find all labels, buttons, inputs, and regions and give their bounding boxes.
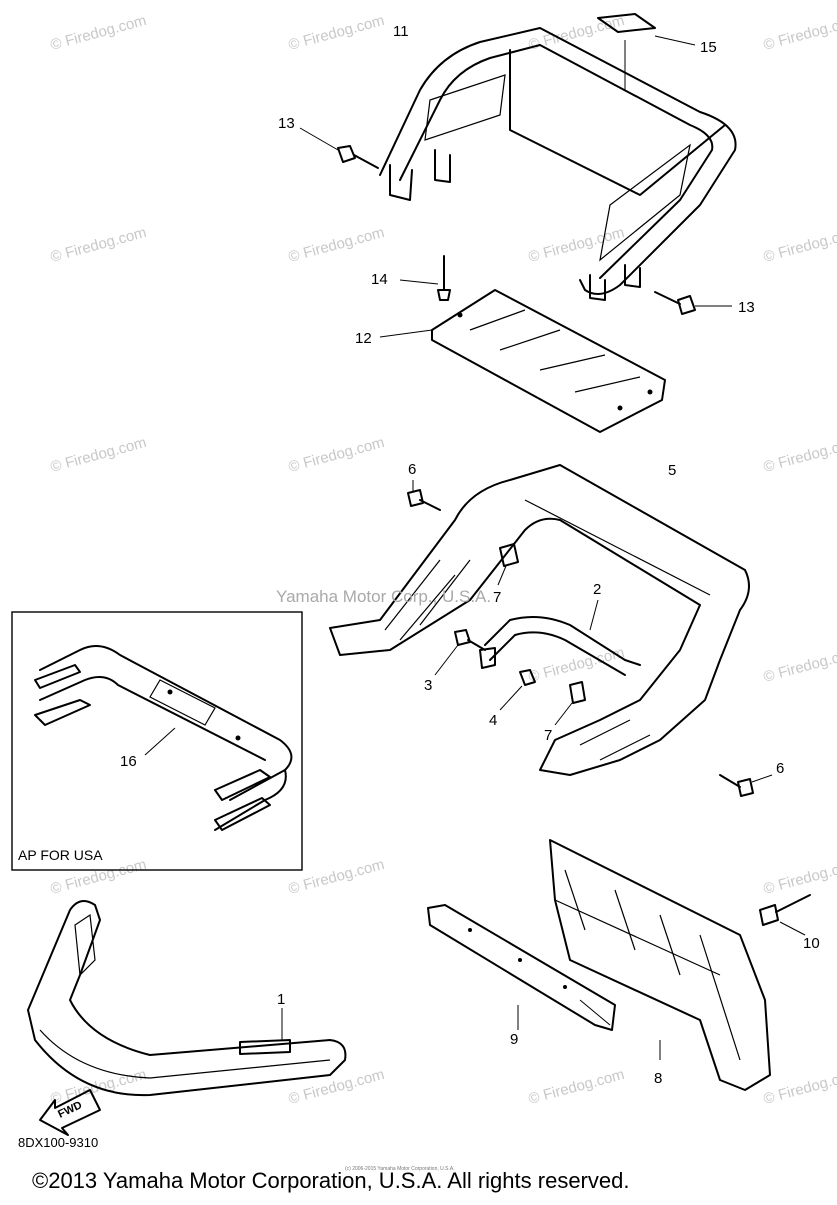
- watermark: © Firedog.com: [287, 434, 387, 476]
- part-11-rear-carrier: [379, 27, 737, 301]
- part-1-front-bumper: [27, 900, 347, 1097]
- part-15-label: [597, 13, 696, 90]
- callout-13: 13: [738, 299, 755, 316]
- callout-9: 9: [510, 1031, 518, 1048]
- callout-10: 10: [803, 935, 820, 952]
- callout-5: 5: [668, 462, 676, 479]
- watermark: © Firedog.com: [762, 434, 837, 476]
- callout-6: 6: [776, 760, 784, 777]
- watermark: © Firedog.com: [287, 1066, 387, 1108]
- part-9-flap-stay: [427, 904, 616, 1031]
- part-14-rivet: [399, 255, 451, 301]
- watermark: © Firedog.com: [527, 1066, 627, 1108]
- watermark: © Firedog.com: [762, 224, 837, 266]
- watermark: © Firedog.com: [287, 12, 387, 54]
- part-3-bolt: [434, 629, 486, 676]
- part-2-rear-bumper: [479, 599, 641, 676]
- part-13-bolt-right: [654, 291, 732, 315]
- callout-7: 7: [544, 727, 552, 744]
- part-4-nut: [499, 669, 536, 711]
- callout-1: 1: [277, 991, 285, 1008]
- watermark: © Firedog.com: [49, 12, 149, 54]
- watermark: © Firedog.com: [49, 434, 149, 476]
- part-7-clip-top: [497, 543, 519, 586]
- callout-15: 15: [700, 39, 717, 56]
- part-13-bolt-left: [299, 127, 379, 169]
- diagram-code: 8DX100-9310: [18, 1135, 98, 1150]
- part-10-rivet: [759, 894, 811, 936]
- part-6-bolt-top: [407, 480, 441, 511]
- callout-2: 2: [593, 581, 601, 598]
- callout-4: 4: [489, 712, 497, 729]
- watermark: © Firedog.com: [762, 644, 837, 686]
- watermark: © Firedog.com: [762, 1066, 837, 1108]
- inset-ap-for-usa: AP FOR USA: [11, 611, 303, 871]
- callouts: 11 15 13 13 14 12 6 5 7 2 3 4 7 6 16 10 …: [120, 23, 820, 1087]
- part-5-rear-guard: [329, 464, 750, 776]
- watermark: © Firedog.com: [527, 224, 627, 266]
- callout-3: 3: [424, 677, 432, 694]
- part-6-bolt-bottom: [719, 774, 773, 797]
- callout-11: 11: [393, 23, 409, 40]
- inset-label: AP FOR USA: [18, 847, 103, 863]
- part-16-bumper: [34, 645, 293, 831]
- tiny-credit: (c) 2006-2015 Yamaha Motor Corporation, …: [345, 1166, 455, 1172]
- copyright-footer: ©2013 Yamaha Motor Corporation, U.S.A. A…: [32, 1168, 629, 1193]
- callout-14: 14: [371, 271, 388, 288]
- callout-6: 6: [408, 461, 416, 478]
- callout-8: 8: [654, 1070, 662, 1087]
- watermark: © Firedog.com: [49, 224, 149, 266]
- callout-7: 7: [493, 589, 501, 606]
- callout-13: 13: [278, 115, 295, 132]
- part-12-floor-plate: [379, 289, 666, 433]
- center-watermark: Yamaha Motor Corp., U.S.A.: [276, 587, 491, 606]
- watermark: © Firedog.com: [762, 12, 837, 54]
- part-8-mud-flap: [549, 839, 771, 1091]
- watermark: © Firedog.com: [287, 224, 387, 266]
- part-7-clip-bottom: [554, 681, 586, 726]
- callout-16: 16: [120, 753, 137, 770]
- watermark: © Firedog.com: [762, 856, 837, 898]
- callout-12: 12: [355, 330, 372, 347]
